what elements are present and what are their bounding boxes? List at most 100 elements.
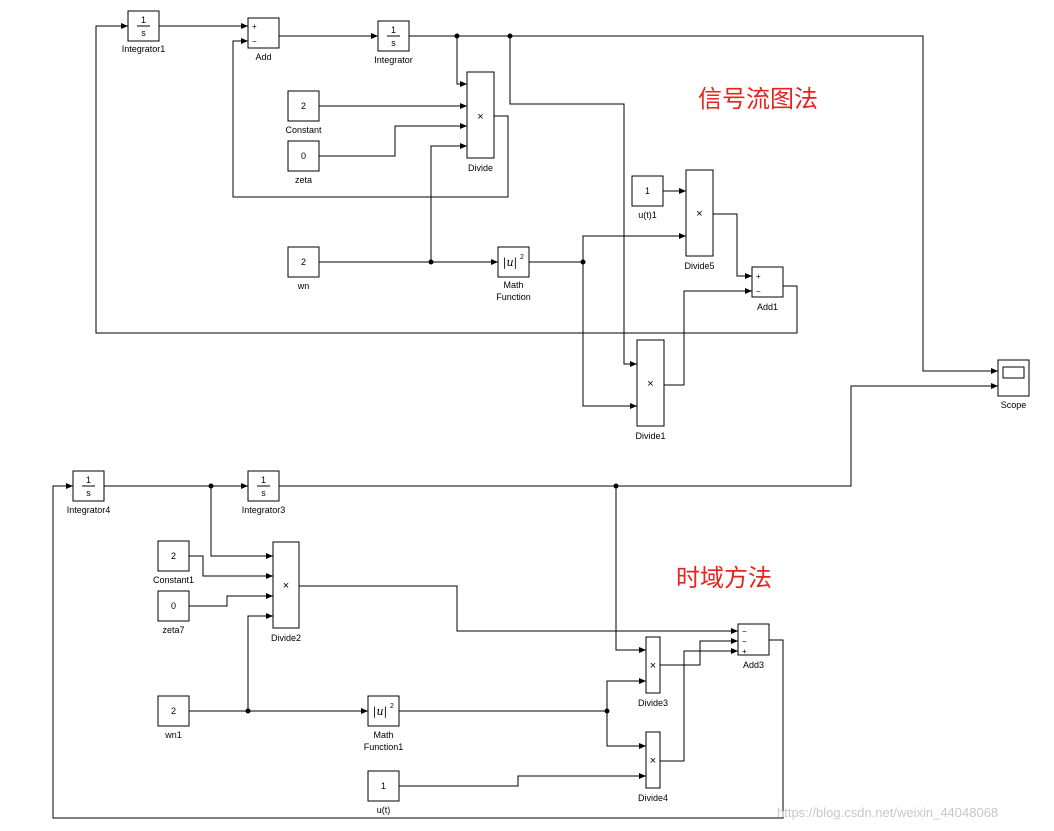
wire-divide1-add1 <box>664 288 752 386</box>
u-t-block[interactable]: 1 u(t) <box>367 770 400 815</box>
divide2-operator: × <box>283 580 289 592</box>
math-function1-label-line2: Function1 <box>364 742 404 752</box>
math-function-label-line2: Function <box>496 292 531 302</box>
annotation-time-domain-method: 时域方法 <box>676 564 772 592</box>
wire-math1-divide3 <box>399 678 646 712</box>
integrator3-block[interactable]: 1 s Integrator3 <box>242 470 286 515</box>
integrator4-block[interactable]: 1 s Integrator4 <box>67 470 111 515</box>
math-function1-expression: |u| <box>373 705 388 719</box>
wire-divide4-add3 <box>660 648 738 762</box>
divide2-label: Divide2 <box>271 633 301 643</box>
integrator4-numerator: 1 <box>86 475 91 485</box>
add3-label: Add3 <box>743 660 764 670</box>
divide4-operator: × <box>650 755 656 767</box>
integrator-label: Integrator <box>374 55 413 65</box>
add-sign-2: − <box>252 37 257 46</box>
wn-block[interactable]: 2 wn <box>287 246 320 291</box>
math-function1-label-line1: Math <box>373 730 393 740</box>
divide2-block[interactable]: × Divide2 <box>271 541 301 643</box>
wire-constant1-divide2 <box>189 555 273 579</box>
divide-label: Divide <box>468 163 493 173</box>
integrator-denominator: s <box>391 38 396 48</box>
add1-block[interactable]: + − Add1 <box>751 266 784 312</box>
wn-value: 2 <box>301 257 306 267</box>
u-t1-block[interactable]: 1 u(t)1 <box>631 175 664 220</box>
divide4-block[interactable]: × Divide4 <box>638 731 668 803</box>
wires-bottom <box>52 383 998 819</box>
integrator3-numerator: 1 <box>261 475 266 485</box>
wire-integrator3-scope <box>279 383 998 487</box>
wire-integrator-divide <box>456 36 467 87</box>
zeta-label: zeta <box>295 175 312 185</box>
wire-zeta7-divide2 <box>189 593 273 607</box>
add-block[interactable]: + − Add <box>247 17 280 62</box>
wire-add3-integrator4 <box>52 483 784 819</box>
math-function-exponent: 2 <box>520 254 524 261</box>
zeta-value: 0 <box>301 151 306 161</box>
divide1-label: Divide1 <box>635 431 665 441</box>
wire-divide3-add3 <box>660 638 738 666</box>
integrator-numerator: 1 <box>391 25 396 35</box>
constant-label: Constant <box>285 125 322 135</box>
divide5-label: Divide5 <box>684 261 714 271</box>
u-t1-value: 1 <box>645 186 650 196</box>
wire-ut-divide4 <box>399 773 646 787</box>
constant-value: 2 <box>301 101 306 111</box>
constant1-block[interactable]: 2 Constant1 <box>153 540 194 585</box>
scope-block[interactable]: Scope <box>997 359 1030 410</box>
wn1-value: 2 <box>171 706 176 716</box>
divide5-block[interactable]: × Divide5 <box>684 169 715 271</box>
math-function1-exponent: 2 <box>390 703 394 710</box>
wire-zeta-divide <box>319 123 467 157</box>
divide-block[interactable]: × Divide <box>466 71 495 173</box>
wire-integrator-divide1 <box>509 36 637 367</box>
wire-wn-divide <box>430 143 467 262</box>
annotation-signal-flow-method: 信号流图法 <box>698 85 818 113</box>
add-label: Add <box>255 52 271 62</box>
wire-divide-add <box>232 38 509 198</box>
wire-divide2-add3 <box>299 585 738 634</box>
wire-integrator-scope <box>409 35 998 374</box>
wire-math1-divide4 <box>606 711 646 749</box>
add3-block[interactable]: − − + Add3 <box>737 623 770 670</box>
junction-dots <box>208 33 619 714</box>
wires-top <box>95 23 998 409</box>
divide-operator: × <box>477 111 483 123</box>
wire-divide5-add1 <box>713 213 752 279</box>
math-function-block[interactable]: |u| 2 Math Function <box>496 246 531 302</box>
math-function1-block[interactable]: |u| 2 Math Function1 <box>364 695 404 752</box>
wn1-block[interactable]: 2 wn1 <box>157 695 190 740</box>
integrator4-denominator: s <box>86 488 91 498</box>
wn-label: wn <box>297 281 310 291</box>
constant1-value: 2 <box>171 551 176 561</box>
integrator1-label: Integrator1 <box>122 44 166 54</box>
integrator1-denominator: s <box>141 28 146 38</box>
u-t-label: u(t) <box>377 805 391 815</box>
u-t-value: 1 <box>381 781 386 791</box>
constant1-label: Constant1 <box>153 575 194 585</box>
divide3-block[interactable]: × Divide3 <box>638 636 668 708</box>
add3-sign-1: − <box>742 627 747 636</box>
divide4-label: Divide4 <box>638 793 668 803</box>
add3-sign-2: − <box>742 637 747 646</box>
zeta7-value: 0 <box>171 601 176 611</box>
scope-label: Scope <box>1001 400 1027 410</box>
wire-integrator3-divide3 <box>615 486 646 653</box>
zeta-block[interactable]: 0 zeta <box>287 140 320 185</box>
wire-wn1-divide2 <box>247 613 273 711</box>
integrator1-numerator: 1 <box>141 15 146 25</box>
integrator1-block[interactable]: 1 s Integrator1 <box>122 10 166 54</box>
divide3-operator: × <box>650 660 656 672</box>
integrator-block[interactable]: 1 s Integrator <box>374 20 413 65</box>
zeta7-block[interactable]: 0 zeta7 <box>157 590 190 635</box>
divide1-block[interactable]: × Divide1 <box>635 339 666 441</box>
add1-sign-1: + <box>756 272 761 281</box>
wire-add1-integrator1 <box>95 23 798 334</box>
integrator3-denominator: s <box>261 488 266 498</box>
divide1-operator: × <box>647 378 653 390</box>
watermark-text: https://blog.csdn.net/weixin_44048068 <box>777 805 998 820</box>
constant-block[interactable]: 2 Constant <box>285 90 322 135</box>
add1-label: Add1 <box>757 302 778 312</box>
wire-math-divide1 <box>582 262 637 409</box>
